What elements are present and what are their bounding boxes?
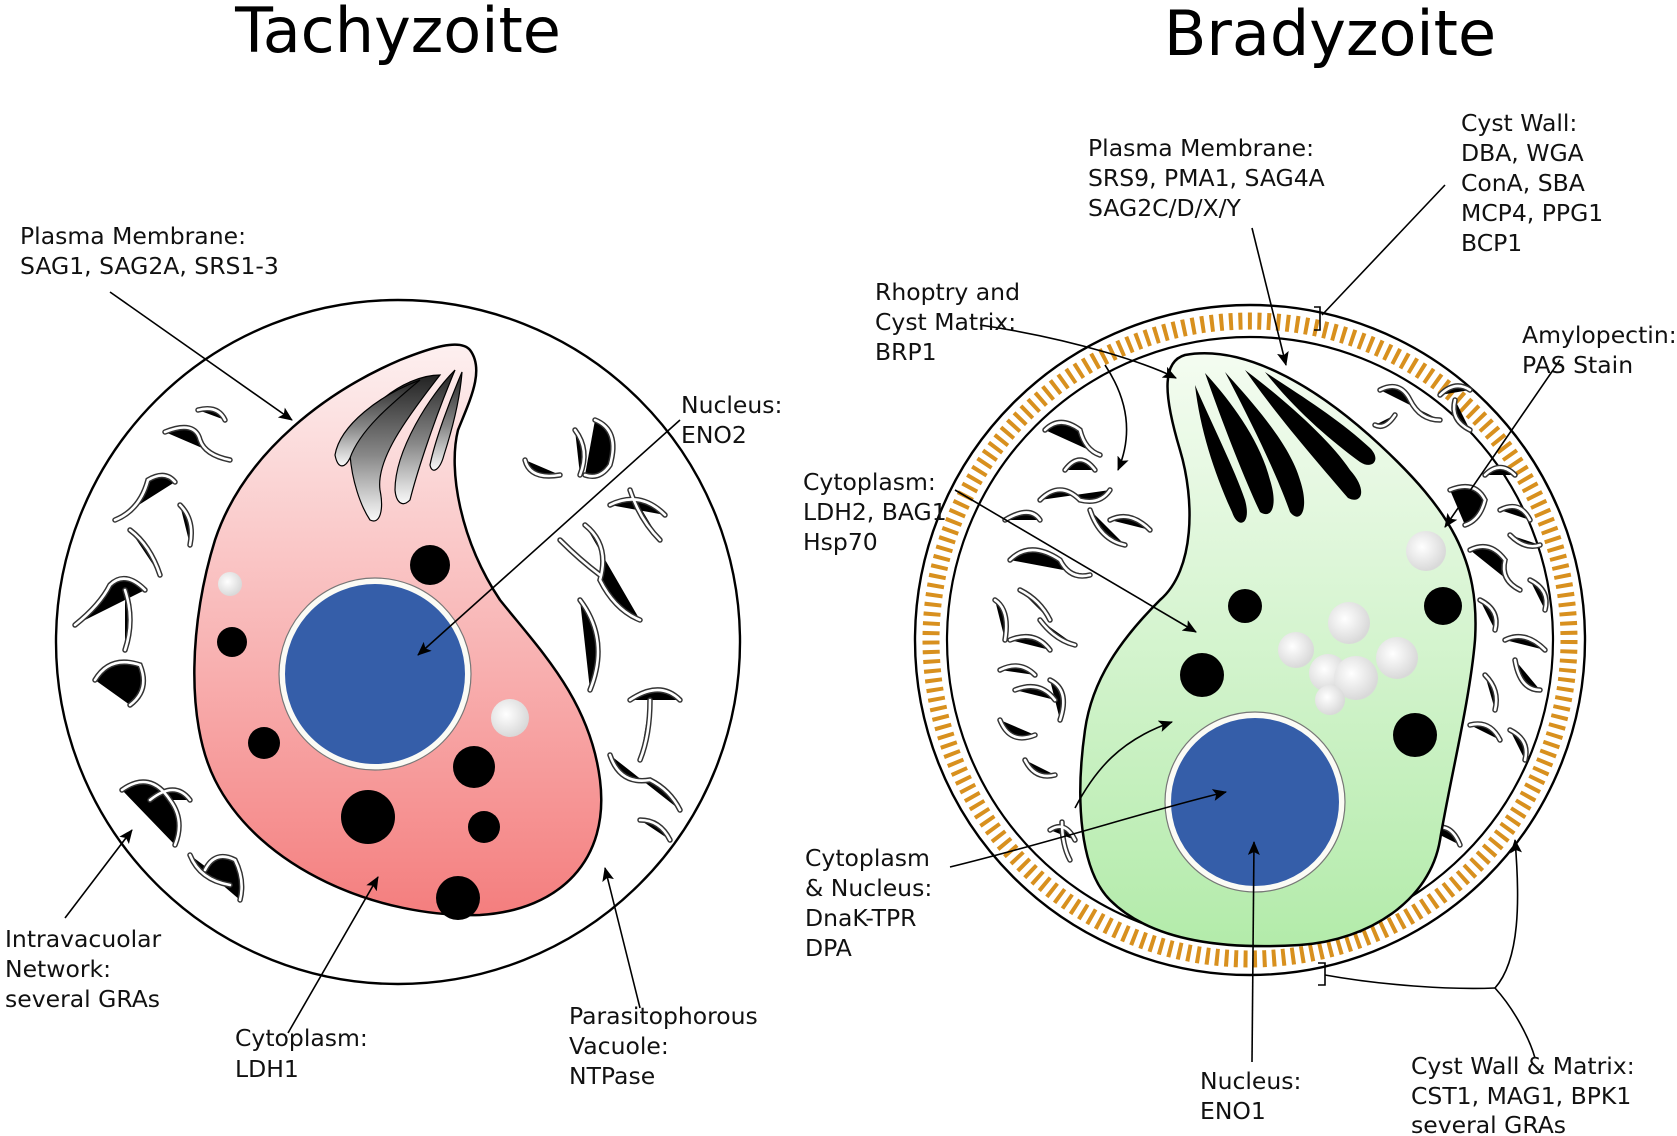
dense-granule <box>341 790 395 844</box>
amylopectin-granule <box>1334 656 1378 700</box>
label-line: LDH2, BAG1 <box>803 498 947 526</box>
amylopectin-granule <box>1376 637 1418 679</box>
tachyzoite-title: Tachyzoite <box>234 0 561 67</box>
dense-granule <box>1180 653 1224 697</box>
brady-wall-matrix-label: Cyst Wall & Matrix: CST1, MAG1, BPK1 sev… <box>1411 1052 1635 1136</box>
amylopectin-granule <box>1406 531 1446 571</box>
brady-arrows <box>949 184 1561 1063</box>
amylopectin-granule <box>491 699 529 737</box>
dense-granule <box>1424 587 1462 625</box>
tachy-plasma-membrane-label: Plasma Membrane: SAG1, SAG2A, SRS1-3 <box>20 222 279 280</box>
label-line: SAG1, SAG2A, SRS1-3 <box>20 252 279 280</box>
label-line: BCP1 <box>1461 229 1522 257</box>
label-line: SAG2C/D/X/Y <box>1088 194 1242 222</box>
label-line: ENO1 <box>1200 1097 1266 1125</box>
label-line: Cyst Wall: <box>1461 109 1577 137</box>
label-line: Nucleus: <box>1200 1067 1301 1095</box>
brady-rhoptries <box>1195 370 1376 523</box>
label-line: Parasitophorous <box>569 1002 758 1030</box>
label-line: Nucleus: <box>681 391 782 419</box>
brady-plasma-membrane-label: Plasma Membrane: SRS9, PMA1, SAG4A SAG2C… <box>1088 134 1325 222</box>
label-line: DBA, WGA <box>1461 139 1584 167</box>
label-line: Cytoplasm: <box>803 468 936 496</box>
label-line: Cytoplasm <box>805 844 930 872</box>
label-line: ENO2 <box>681 421 747 449</box>
tachy-nucleus <box>279 578 471 770</box>
label-line: Network: <box>5 955 111 983</box>
brady-nucleus <box>1165 712 1345 892</box>
brady-rhoptry-label: Rhoptry and Cyst Matrix: BRP1 <box>875 278 1020 366</box>
dense-granule <box>468 811 500 843</box>
label-line: PAS Stain <box>1522 351 1633 379</box>
dense-granule <box>217 627 247 657</box>
label-line: Cyst Wall & Matrix: <box>1411 1052 1635 1080</box>
label-line: several GRAs <box>1411 1111 1566 1136</box>
brady-nucleus-label: Nucleus: ENO1 <box>1200 1067 1301 1125</box>
label-line: ConA, SBA <box>1461 169 1585 197</box>
label-line: Amylopectin: <box>1522 321 1677 349</box>
label-line: & Nucleus: <box>805 874 932 902</box>
label-line: several GRAs <box>5 985 160 1013</box>
dense-granule <box>248 727 280 759</box>
tachy-intravacuolar-network <box>75 409 680 900</box>
label-line: BRP1 <box>875 338 937 366</box>
tachy-vacuole-label: Parasitophorous Vacuole: NTPase <box>569 1002 758 1090</box>
brady-cyst-wall-label: Cyst Wall: DBA, WGA ConA, SBA MCP4, PPG1… <box>1461 109 1603 257</box>
amylopectin-granule <box>218 572 242 596</box>
label-line: Cyst Matrix: <box>875 308 1016 336</box>
amylopectin-granule <box>1328 602 1370 644</box>
brady-amylopectin-label: Amylopectin: PAS Stain <box>1522 321 1677 379</box>
dense-granule <box>410 545 450 585</box>
tachy-network-label: Intravacuolar Network: several GRAs <box>5 925 162 1013</box>
brady-cytoplasm-label: Cytoplasm: LDH2, BAG1 Hsp70 <box>803 468 947 556</box>
label-line: Vacuole: <box>569 1032 669 1060</box>
label-line: Hsp70 <box>803 528 878 556</box>
cyst-wall <box>922 312 1578 968</box>
label-line: LDH1 <box>235 1055 299 1083</box>
tachy-nucleus-label: Nucleus: ENO2 <box>681 391 782 449</box>
tachy-cytoplasm-label: Cytoplasm: LDH1 <box>235 1024 368 1083</box>
brady-cyto-nucleus-label: Cytoplasm & Nucleus: DnaK-TPR DPA <box>805 844 932 962</box>
label-line: Plasma Membrane: <box>1088 134 1314 162</box>
tachy-rhoptries <box>334 369 463 522</box>
dense-granule <box>436 876 480 920</box>
label-line: Plasma Membrane: <box>20 222 246 250</box>
tachy-arrows <box>64 291 681 1034</box>
dense-granule <box>1228 589 1262 623</box>
dense-granule <box>1393 713 1437 757</box>
label-line: Intravacuolar <box>5 925 162 953</box>
label-line: MCP4, PPG1 <box>1461 199 1603 227</box>
label-line: DPA <box>805 934 852 962</box>
label-line: CST1, MAG1, BPK1 <box>1411 1082 1631 1110</box>
dense-granule <box>453 746 495 788</box>
amylopectin-granule <box>1315 685 1345 715</box>
tachyzoite-figure <box>54 298 742 986</box>
bradyzoite-title: Bradyzoite <box>1164 0 1496 70</box>
label-line: DnaK-TPR <box>805 904 917 932</box>
bradyzoite-figure <box>913 303 1587 977</box>
amylopectin-granule <box>1278 632 1314 668</box>
label-line: SRS9, PMA1, SAG4A <box>1088 164 1325 192</box>
label-line: Cytoplasm: <box>235 1024 368 1052</box>
label-line: Rhoptry and <box>875 278 1020 306</box>
label-line: NTPase <box>569 1062 655 1090</box>
